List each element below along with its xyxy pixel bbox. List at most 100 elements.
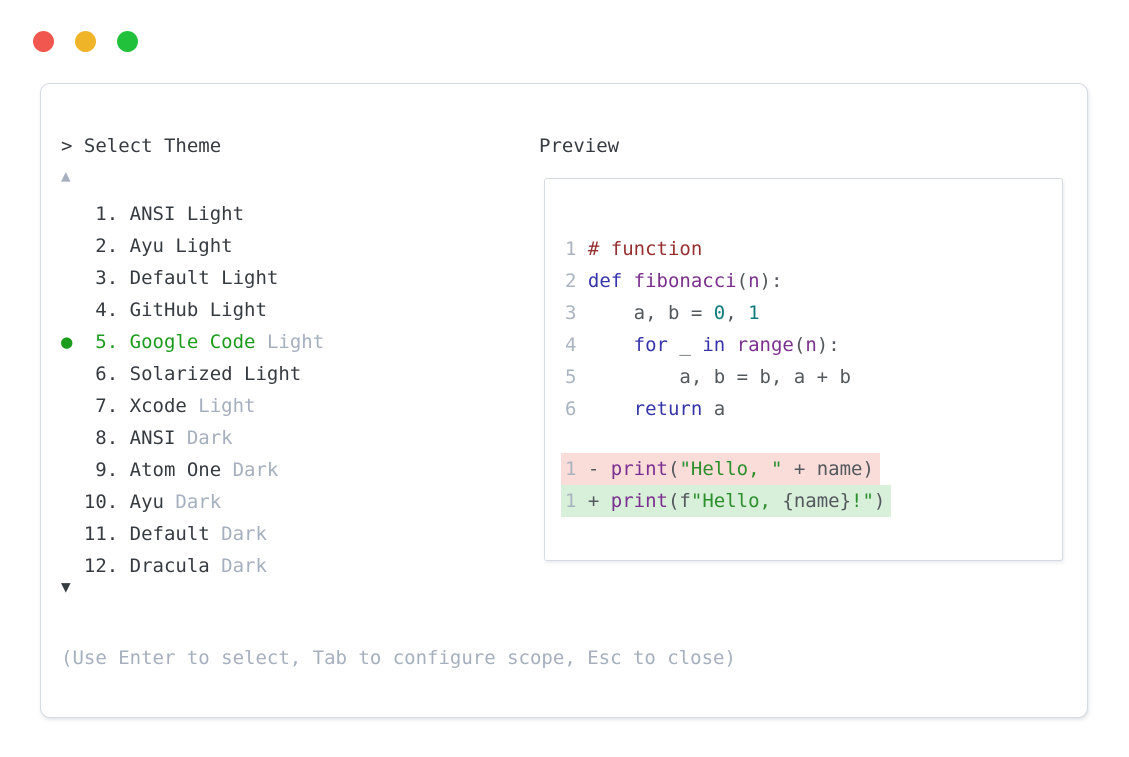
code-token-func: n: [805, 334, 817, 356]
row-gutter: [61, 294, 84, 326]
code-token-plain: (: [736, 270, 749, 292]
theme-variant: Dark: [221, 523, 267, 545]
theme-number: 6.: [95, 363, 119, 385]
row-gutter: [61, 390, 84, 422]
theme-picker-window: > Select Theme ▲ 1. ANSI Light 2. Ayu Li…: [40, 83, 1088, 718]
theme-list-item[interactable]: 10. Ayu Dark: [61, 486, 324, 518]
code-token-plain: (f: [667, 490, 691, 512]
theme-number: 8.: [95, 427, 119, 449]
theme-variant: Light: [209, 299, 267, 321]
row-gutter: [61, 358, 84, 390]
theme-variant: Light: [186, 203, 245, 225]
scroll-up-indicator-icon[interactable]: ▲: [61, 166, 71, 185]
line-number: 1: [565, 238, 577, 260]
theme-list-item[interactable]: 2. Ayu Light: [61, 230, 324, 262]
theme-name: Atom One: [129, 459, 222, 481]
line-number: 4: [565, 334, 577, 356]
code-token-plain: [622, 270, 633, 292]
code-token-func: n: [748, 270, 760, 292]
code-token-func: print: [610, 490, 668, 512]
row-gutter: [61, 262, 84, 294]
line-number: 5: [565, 366, 577, 388]
theme-list-item[interactable]: 7. Xcode Light: [61, 390, 324, 422]
close-window-button[interactable]: [33, 31, 54, 52]
minimize-window-button[interactable]: [75, 31, 96, 52]
code-token-plain: + name: [782, 458, 863, 480]
theme-list-item[interactable]: ● 5. Google Code Light: [61, 326, 324, 358]
theme-list-item[interactable]: 8. ANSI Dark: [61, 422, 324, 454]
diff-line-removed: 1 - print("Hello, " + name): [561, 453, 1054, 485]
code-token-plain: ):: [759, 270, 783, 292]
code-token-plain: -: [587, 458, 611, 480]
help-text: (Use Enter to select, Tab to configure s…: [61, 647, 736, 669]
theme-list-item[interactable]: 1. ANSI Light: [61, 198, 324, 230]
selected-bullet-icon: ●: [61, 331, 73, 353]
code-token-number: 1: [748, 302, 760, 324]
row-gutter: [61, 230, 84, 262]
theme-name: GitHub: [129, 299, 199, 321]
code-token-plain: _: [667, 334, 703, 356]
code-token-plain: [725, 334, 736, 356]
line-number: 1: [565, 490, 577, 512]
code-token-plain: +: [587, 490, 611, 512]
theme-number: 2.: [95, 235, 119, 257]
theme-list-item[interactable]: 12. Dracula Dark: [61, 550, 324, 582]
theme-number: 11.: [83, 523, 119, 545]
row-gutter: [61, 422, 84, 454]
row-gutter: [61, 454, 84, 486]
theme-list-item[interactable]: 9. Atom One Dark: [61, 454, 324, 486]
code-token-keyword: return: [633, 398, 703, 420]
row-gutter: [61, 518, 84, 550]
code-token-plain: {name}: [782, 490, 852, 512]
code-token-string: !": [851, 490, 874, 512]
picker-prompt: > Select Theme: [61, 135, 222, 157]
theme-list-item[interactable]: 3. Default Light: [61, 262, 324, 294]
code-token-func: print: [610, 458, 668, 480]
row-gutter: [61, 486, 84, 518]
theme-list-item[interactable]: 6. Solarized Light: [61, 358, 324, 390]
line-number: 1: [565, 458, 577, 480]
code-token-plain: (: [793, 334, 806, 356]
line-number: 6: [565, 398, 577, 420]
code-line: 3 a, b = 0, 1: [565, 297, 1054, 329]
theme-number: 1.: [95, 203, 119, 225]
code-token-plain: ): [862, 458, 874, 480]
theme-name: Google Code: [129, 331, 256, 353]
theme-variant: Dark: [221, 555, 267, 577]
code-token-plain: [588, 398, 634, 420]
theme-name: Dracula: [129, 555, 210, 577]
theme-name: Solarized: [129, 363, 233, 385]
row-gutter: [61, 198, 84, 230]
theme-number: 5.: [95, 331, 119, 353]
line-number: 3: [565, 302, 577, 324]
code-token-plain: ):: [816, 334, 840, 356]
theme-list: 1. ANSI Light 2. Ayu Light 3. Default Li…: [61, 198, 324, 582]
theme-list-item[interactable]: 11. Default Dark: [61, 518, 324, 550]
code-token-keyword: def: [587, 270, 623, 292]
theme-variant: Dark: [232, 459, 279, 481]
code-token-plain: ,: [725, 302, 749, 324]
code-token-func: fibonacci: [633, 270, 737, 292]
code-token-func: range: [736, 334, 794, 356]
code-line: 2 def fibonacci(n):: [565, 265, 1054, 297]
code-token-string: "Hello, ": [679, 458, 783, 480]
code-token-plain: (: [667, 458, 680, 480]
code-token-plain: ): [873, 490, 886, 512]
zoom-window-button[interactable]: [117, 31, 138, 52]
theme-name: ANSI: [129, 427, 176, 449]
code-token-keyword: in: [702, 334, 726, 356]
code-line: 5 a, b = b, a + b: [565, 361, 1054, 393]
theme-name: Xcode: [129, 395, 187, 417]
code-line: 6 return a: [565, 393, 1054, 425]
scroll-down-indicator-icon[interactable]: ▼: [61, 577, 71, 596]
code-line: 1 # function: [565, 233, 1054, 265]
theme-list-item[interactable]: 4. GitHub Light: [61, 294, 324, 326]
theme-variant: Light: [266, 331, 325, 353]
code-token-number: 0: [713, 302, 726, 324]
window-controls: [33, 31, 138, 52]
theme-number: 9.: [95, 459, 119, 481]
theme-variant: Light: [221, 267, 279, 289]
